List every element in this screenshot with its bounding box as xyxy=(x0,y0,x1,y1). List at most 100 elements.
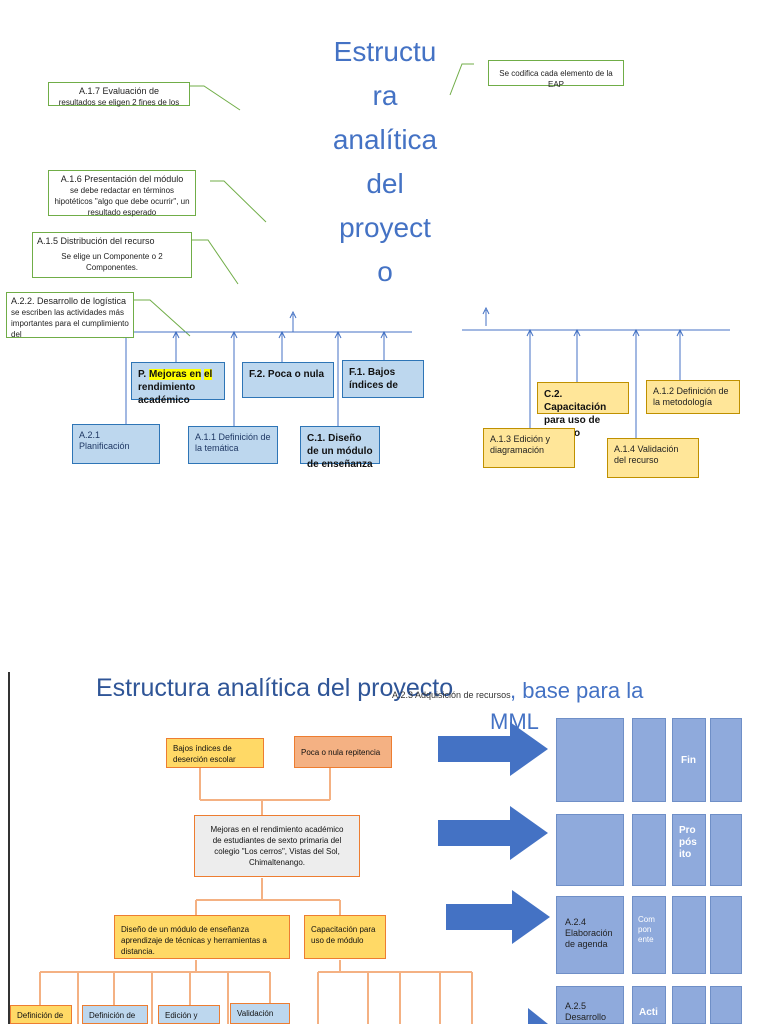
title-line: ra xyxy=(372,80,398,111)
obj-diseno-modulo: Diseño de un módulo de enseñanza aprendi… xyxy=(114,915,290,959)
box-prefix: P. xyxy=(138,369,149,380)
big-arrow xyxy=(528,1008,548,1024)
tree-arrow xyxy=(482,306,490,315)
box-text: A.2.1 Planificación xyxy=(79,430,130,451)
diagram-title: Estructu ra analítica del proyect o xyxy=(316,30,454,294)
title-line: del xyxy=(366,168,404,199)
obj-mejoras: Mejoras en el rendimiento académico de e… xyxy=(194,815,360,877)
mml-cell xyxy=(672,986,706,1024)
act-validacion: Validación xyxy=(230,1003,290,1024)
mml-cell-a24: A.2.4 Elaboración de agenda xyxy=(556,896,624,974)
act-definicion-1: Definición de xyxy=(10,1005,72,1024)
act-text: Definición de xyxy=(89,1011,136,1020)
mml-label: Pro pós ito xyxy=(679,825,697,860)
mml-cell-a25: A.2.5 Desarrollo xyxy=(556,986,624,1024)
act-text: Definición de xyxy=(17,1011,64,1020)
title-line: o xyxy=(377,256,393,287)
box-proposito: P. Mejoras en el rendimiento académico xyxy=(131,362,225,406)
box-text: F.2. Poca o nula xyxy=(249,369,325,380)
mml-cell xyxy=(556,814,624,886)
callout-heading: A.2.2. Desarrollo de logística xyxy=(11,296,127,306)
box-a11: A.1.1 Definición de la temática xyxy=(188,426,278,464)
box-f1: F.1. Bajos índices de xyxy=(342,360,424,398)
callout-a15: A.1.5 Distribución del recurso Se elige … xyxy=(32,232,192,278)
callout-a16: A.1.6 Presentación del módulo se debe re… xyxy=(48,170,196,217)
act-edicion: Edición y xyxy=(158,1005,220,1024)
box-highlight: Mejoras en xyxy=(148,369,202,380)
tree-arrow xyxy=(172,330,180,339)
bottom-title: Estructura analítica del proyecto xyxy=(96,674,454,702)
callout-heading: A.1.7 Evaluación de xyxy=(78,86,160,96)
mml-cell xyxy=(632,814,666,886)
box-f2: F.2. Poca o nula xyxy=(242,362,334,398)
mml-label: Acti xyxy=(639,1007,658,1018)
tree-arrow xyxy=(278,330,286,339)
box-a13: A.1.3 Edición y diagramación xyxy=(483,428,575,468)
mml-cell xyxy=(710,896,742,974)
mml-cell xyxy=(710,718,742,802)
bottom-title-suffix: , base para la xyxy=(510,678,644,703)
mml-label: A.2.5 Desarrollo xyxy=(565,1001,607,1022)
tree-arrow xyxy=(573,328,581,337)
box-text: A.1.1 Definición de la temática xyxy=(195,432,271,453)
obj-capacitacion: Capacitación para uso de módulo xyxy=(304,915,386,959)
callout-leader xyxy=(210,180,267,223)
mml-cell-actividades: Acti xyxy=(632,986,666,1024)
mml-cell-componente: Com pon ente xyxy=(632,896,666,974)
big-arrow xyxy=(438,722,548,776)
tree-arrow xyxy=(289,310,297,319)
box-text: rendimiento académico xyxy=(138,382,196,406)
act-definicion-2: Definición de xyxy=(82,1005,148,1024)
callout-text: resultados se eligen 2 fines de los xyxy=(58,98,180,107)
callout-leader xyxy=(190,85,241,111)
box-text: A.1.4 Validación del recurso xyxy=(614,444,679,465)
tree-arrow xyxy=(632,328,640,337)
mml-cell xyxy=(710,986,742,1024)
mml-label: Fin xyxy=(681,755,696,766)
mml-cell xyxy=(710,814,742,886)
box-c2: C.2. Capacitación para uso de módulo xyxy=(537,382,629,439)
act-text: Edición y xyxy=(165,1011,198,1020)
callout-leader xyxy=(134,299,191,337)
callout-leader xyxy=(449,63,474,96)
obj-text: Capacitación para uso de módulo xyxy=(311,925,376,945)
overlay-note: A.2.3 Adquisición de recursos xyxy=(392,690,511,700)
obj-text: Bajos índices de deserción escolar xyxy=(173,744,236,764)
title-line: proyect xyxy=(339,212,431,243)
box-c1: C.1. Diseño de un módulo de enseñanza xyxy=(300,426,380,470)
callout-heading: A.1.6 Presentación del módulo xyxy=(60,174,184,184)
obj-poca-repitencia: Poca o nula repitencia xyxy=(294,736,392,768)
obj-text: Mejoras en el rendimiento académico de e… xyxy=(210,825,344,867)
title-line: Estructu xyxy=(333,36,437,67)
tree-arrow xyxy=(380,330,388,339)
box-text: A.1.3 Edición y diagramación xyxy=(490,434,551,455)
callout-text: Se elige un Componente o 2 Componentes. xyxy=(61,252,163,272)
mml-label: Com pon ente xyxy=(638,915,655,944)
callout-text: Se codifica cada elemento de la EAP xyxy=(499,69,613,89)
obj-text: Poca o nula repitencia xyxy=(301,748,381,757)
title-line: analítica xyxy=(332,124,438,155)
tree-arrow xyxy=(334,330,342,339)
big-arrow xyxy=(438,806,548,860)
obj-text: Diseño de un módulo de enseñanza aprendi… xyxy=(121,925,267,956)
tree-arrow xyxy=(526,328,534,337)
callout-a17: A.1.7 Evaluación de resultados se eligen… xyxy=(48,82,190,107)
mml-cell-fin: Fin xyxy=(672,718,706,802)
callout-leader xyxy=(192,239,239,285)
mml-cell xyxy=(632,718,666,802)
box-a21: A.2.1 Planificación xyxy=(72,424,160,464)
callout-text: se escriben las actividades más importan… xyxy=(11,308,129,339)
callout-heading: A.1.5 Distribución del recurso xyxy=(37,236,155,246)
callout-text: se debe redactar en términos hipotéticos… xyxy=(54,186,190,217)
act-text: Validación xyxy=(237,1009,274,1018)
mml-label: A.2.4 Elaboración de agenda xyxy=(565,917,613,949)
obj-bajos-indices: Bajos índices de deserción escolar xyxy=(166,738,264,768)
box-text: F.1. Bajos índices de xyxy=(349,367,398,391)
mml-cell-proposito: Pro pós ito xyxy=(672,814,706,886)
box-highlight: el xyxy=(203,369,213,380)
callout-a22: A.2.2. Desarrollo de logística se escrib… xyxy=(6,292,134,339)
box-text: A.1.2 Definición de la metodología xyxy=(653,386,729,407)
box-a12: A.1.2 Definición de la metodología xyxy=(646,380,740,414)
slide-edge xyxy=(8,672,10,1024)
